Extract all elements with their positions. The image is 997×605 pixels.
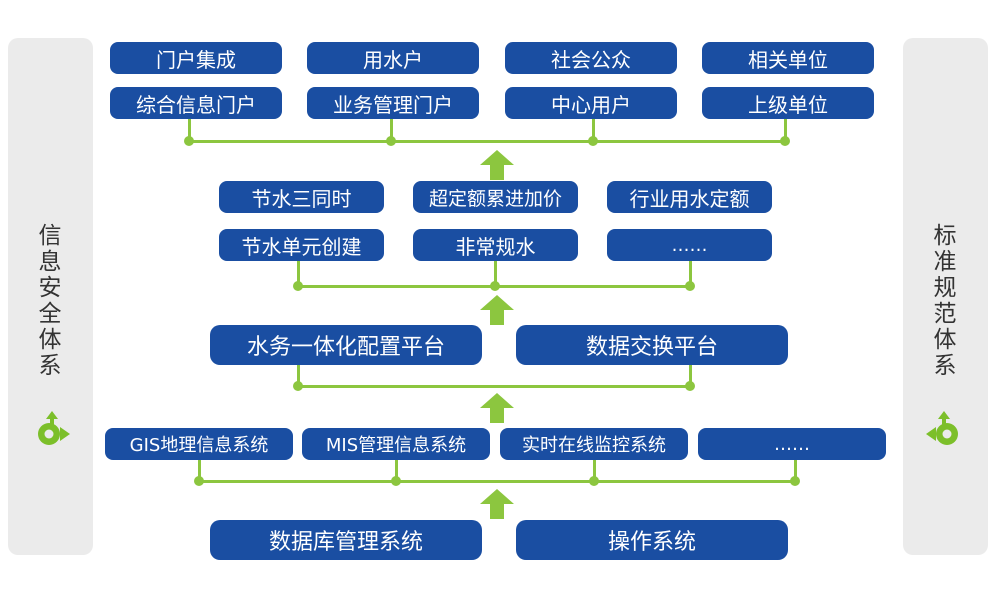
connector-dot (194, 476, 204, 486)
connector-stem (593, 460, 596, 482)
public-box: 社会公众 (505, 42, 677, 74)
connector-dot (391, 476, 401, 486)
up-arrow-icon (480, 150, 514, 180)
connector-dot (685, 281, 695, 291)
business-management-portal-box: 业务管理门户 (307, 87, 479, 119)
comprehensive-info-portal-box: 综合信息门户 (110, 87, 282, 119)
connector-stem (689, 261, 692, 287)
connector-stem (395, 460, 398, 482)
portal-integration-box: 门户集成 (110, 42, 282, 74)
recycle-arrow-icon (38, 411, 70, 445)
connector-stem (592, 119, 595, 142)
water-saving-unit-creation-box: 节水单元创建 (219, 229, 384, 261)
connector-stem (297, 365, 300, 387)
up-arrow-icon (480, 393, 514, 423)
platform-connector-line (298, 385, 691, 388)
connector-stem (188, 119, 191, 142)
connector-dot (293, 281, 303, 291)
security-system-panel: 信息安全体系 (8, 38, 93, 555)
connector-stem (784, 119, 787, 142)
industry-water-quota-box: 行业用水定额 (607, 181, 772, 213)
mis-system-box: MIS管理信息系统 (302, 428, 490, 460)
connector-dot (490, 281, 500, 291)
water-integration-platform-box: 水务一体化配置平台 (210, 325, 482, 365)
up-arrow-icon (480, 295, 514, 325)
connector-dot (790, 476, 800, 486)
water-user-box: 用水户 (307, 42, 479, 74)
more-systems-box: …… (698, 428, 886, 460)
connector-dot (184, 136, 194, 146)
recycle-arrow-icon (926, 411, 958, 445)
connector-dot (588, 136, 598, 146)
unconventional-water-box: 非常规水 (413, 229, 578, 261)
security-system-label: 信息安全体系 (38, 223, 62, 379)
data-exchange-platform-box: 数据交换平台 (516, 325, 788, 365)
connector-dot (685, 381, 695, 391)
connector-dot (386, 136, 396, 146)
related-units-box: 相关单位 (702, 42, 874, 74)
progressive-surcharge-box: 超定额累进加价 (413, 181, 578, 213)
gis-system-box: GIS地理信息系统 (105, 428, 293, 460)
connector-stem (689, 365, 692, 387)
superior-units-box: 上级单位 (702, 87, 874, 119)
database-management-system-box: 数据库管理系统 (210, 520, 482, 560)
connector-stem (794, 460, 797, 482)
standards-system-label: 标准规范体系 (933, 223, 957, 379)
operating-system-box: 操作系统 (516, 520, 788, 560)
center-user-box: 中心用户 (505, 87, 677, 119)
connector-dot (293, 381, 303, 391)
up-arrow-icon (480, 489, 514, 519)
connector-dot (780, 136, 790, 146)
water-saving-three-simultaneous-box: 节水三同时 (219, 181, 384, 213)
online-monitoring-system-box: 实时在线监控系统 (500, 428, 688, 460)
connector-dot (589, 476, 599, 486)
more-business-box: …… (607, 229, 772, 261)
connector-stem (494, 261, 497, 287)
system-connector-line (199, 480, 796, 483)
portal-connector-line (189, 140, 786, 143)
connector-stem (198, 460, 201, 482)
connector-stem (297, 261, 300, 287)
standards-system-panel: 标准规范体系 (903, 38, 988, 555)
connector-stem (390, 119, 393, 142)
